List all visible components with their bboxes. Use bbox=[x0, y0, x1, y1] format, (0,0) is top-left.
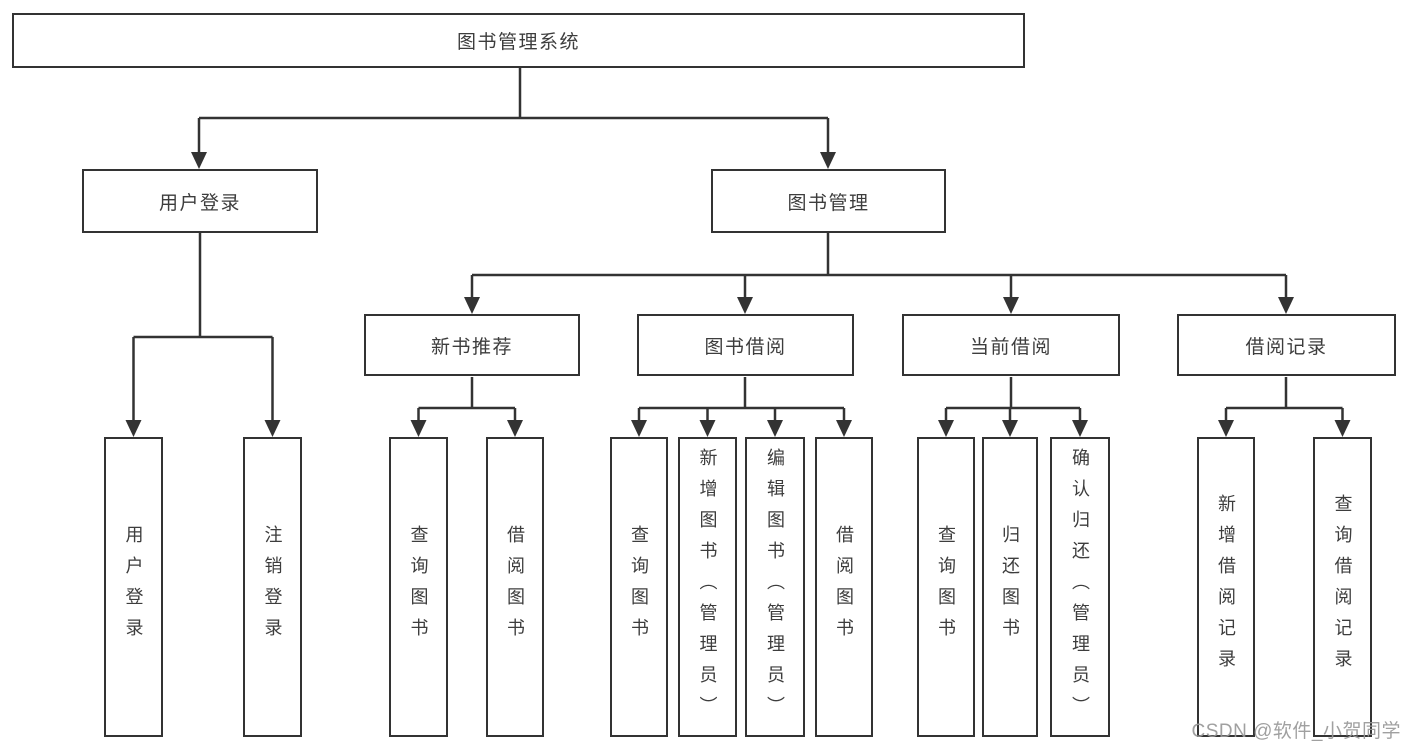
node-user-login: 用户登录 bbox=[82, 169, 318, 233]
node-label: 图书管理 bbox=[787, 192, 870, 214]
leaf-borrow-books-recommend: 借阅图书 bbox=[486, 437, 544, 737]
connector-paths bbox=[132, 68, 1344, 421]
leaf-confirm-return-admin: 确认归还（管理员） bbox=[1050, 437, 1110, 737]
leaf-label: 查询图书 bbox=[936, 525, 956, 649]
leaf-label: 新增图书（管理员） bbox=[697, 447, 718, 727]
leaf-add-book-admin: 新增图书（管理员） bbox=[678, 437, 737, 737]
leaf-query-books-borrow: 查询图书 bbox=[610, 437, 668, 737]
node-borrow-records: 借阅记录 bbox=[1177, 314, 1396, 376]
node-new-book-recommend: 新书推荐 bbox=[364, 314, 580, 376]
leaf-label: 借阅图书 bbox=[834, 525, 854, 649]
leaf-label: 注销登录 bbox=[262, 525, 283, 649]
leaf-label: 借阅图书 bbox=[505, 525, 525, 649]
node-current-borrow: 当前借阅 bbox=[902, 314, 1120, 376]
node-root-system: 图书管理系统 bbox=[12, 13, 1025, 68]
leaf-add-borrow-record: 新增借阅记录 bbox=[1197, 437, 1255, 737]
node-book-management: 图书管理 bbox=[711, 169, 946, 233]
leaf-query-books-current: 查询图书 bbox=[917, 437, 975, 737]
leaf-user-login: 用户登录 bbox=[104, 437, 163, 737]
leaf-label: 编辑图书（管理员） bbox=[765, 447, 785, 727]
leaf-label: 用户登录 bbox=[123, 525, 144, 649]
node-label: 图书管理系统 bbox=[456, 32, 580, 53]
leaf-logout: 注销登录 bbox=[243, 437, 302, 737]
leaf-borrow-books: 借阅图书 bbox=[815, 437, 873, 737]
node-label: 借阅记录 bbox=[1245, 336, 1328, 358]
leaf-edit-book-admin: 编辑图书（管理员） bbox=[745, 437, 805, 737]
leaf-query-books-recommend: 查询图书 bbox=[389, 437, 448, 737]
node-label: 图书借阅 bbox=[704, 336, 787, 358]
leaf-label: 归还图书 bbox=[1000, 525, 1020, 649]
node-label: 用户登录 bbox=[158, 192, 241, 214]
leaf-label: 新增借阅记录 bbox=[1216, 494, 1236, 680]
leaf-label: 确认归还（管理员） bbox=[1070, 447, 1090, 727]
node-label: 新书推荐 bbox=[430, 336, 513, 358]
node-book-borrow: 图书借阅 bbox=[637, 314, 854, 376]
leaf-query-borrow-record: 查询借阅记录 bbox=[1313, 437, 1372, 737]
arrow-down-icons bbox=[125, 152, 1351, 437]
node-label: 当前借阅 bbox=[969, 336, 1052, 358]
leaf-label: 查询图书 bbox=[408, 525, 429, 649]
leaf-label: 查询图书 bbox=[629, 525, 649, 649]
csdn-watermark: CSDN @软件_小贺同学 bbox=[1191, 721, 1401, 742]
leaf-return-book: 归还图书 bbox=[982, 437, 1038, 737]
leaf-label: 查询借阅记录 bbox=[1332, 494, 1353, 680]
